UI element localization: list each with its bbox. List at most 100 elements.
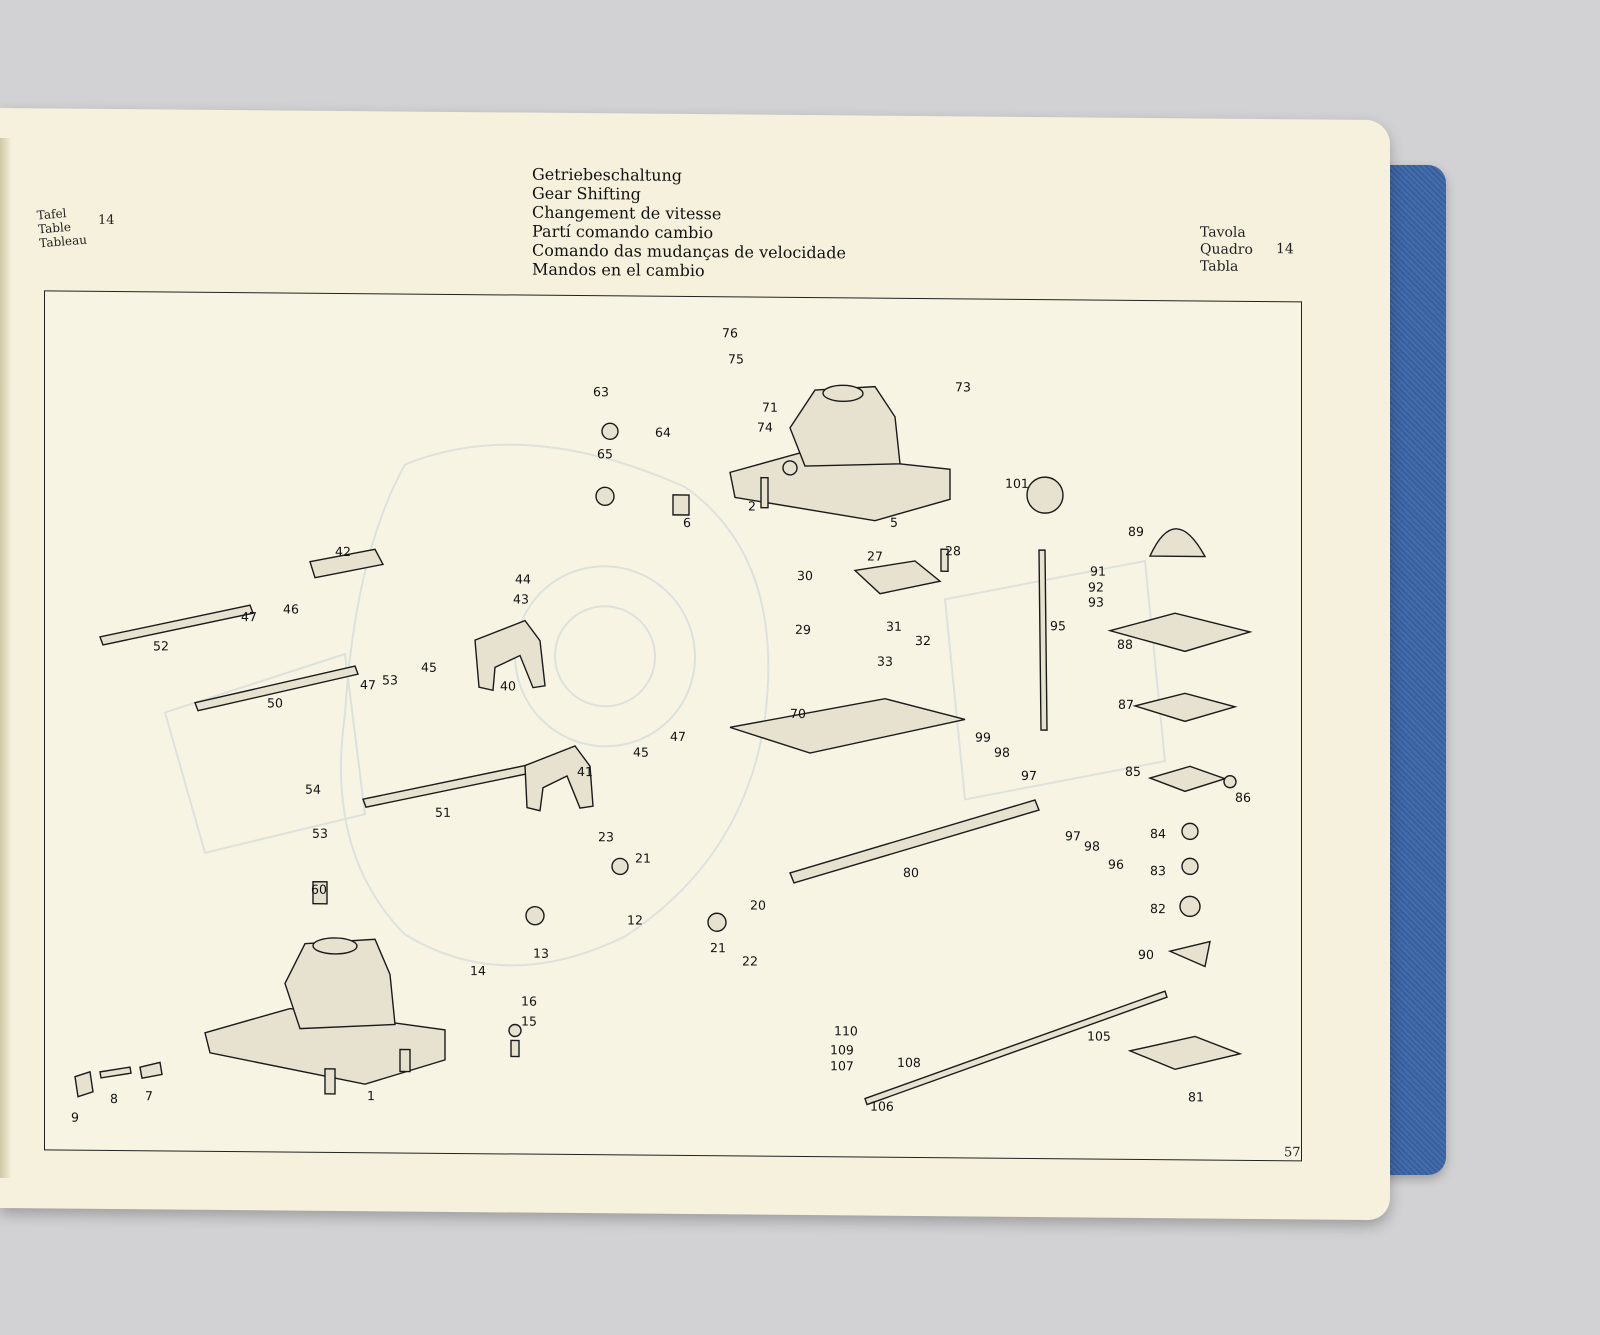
part-label: 54 bbox=[305, 782, 321, 797]
part-label: 75 bbox=[728, 351, 744, 366]
part-label: 90 bbox=[1138, 947, 1154, 962]
part-label: 47 bbox=[670, 729, 686, 744]
part-label: 30 bbox=[797, 568, 813, 583]
page-number: 57 bbox=[1284, 1145, 1301, 1161]
part-label: 101 bbox=[1005, 476, 1029, 491]
part-label: 99 bbox=[975, 730, 991, 745]
part-label: 9 bbox=[71, 1110, 79, 1125]
part-label: 87 bbox=[1118, 697, 1134, 712]
part-label: 20 bbox=[750, 898, 766, 913]
part-label: 96 bbox=[1108, 857, 1124, 872]
part-label: 97 bbox=[1065, 828, 1081, 843]
gaskets bbox=[729, 528, 1253, 1070]
part-label: 81 bbox=[1188, 1089, 1204, 1104]
part-label: 109 bbox=[830, 1042, 854, 1057]
part-label: 45 bbox=[633, 745, 649, 760]
part-label: 107 bbox=[830, 1058, 854, 1073]
label-quadro: Quadro bbox=[1200, 241, 1253, 258]
part-label: 95 bbox=[1050, 618, 1066, 633]
part-label: 22 bbox=[742, 953, 758, 968]
part-labels: 1 2 5 6 7 8 9 12 13 14 15 16 20 21 21 22… bbox=[71, 325, 1251, 1125]
part-label: 2 bbox=[748, 499, 756, 514]
part-label: 16 bbox=[521, 994, 537, 1009]
part-label: 106 bbox=[870, 1099, 894, 1114]
diagram-svg: 1 2 5 6 7 8 9 12 13 14 15 16 20 21 21 22… bbox=[71, 325, 1253, 1125]
part-label: 50 bbox=[267, 695, 283, 710]
part-label: 31 bbox=[886, 619, 902, 634]
part-label: 21 bbox=[710, 940, 726, 955]
part-label: 14 bbox=[470, 963, 486, 978]
part-label: 74 bbox=[757, 420, 773, 435]
part-label: 110 bbox=[834, 1023, 858, 1038]
shift-rods bbox=[99, 476, 1168, 1106]
part-label: 27 bbox=[867, 549, 883, 564]
part-label: 23 bbox=[598, 829, 614, 844]
part-label: 15 bbox=[521, 1014, 537, 1029]
part-label: 47 bbox=[241, 609, 257, 624]
part-label: 43 bbox=[513, 591, 529, 606]
shift-forks bbox=[309, 548, 594, 812]
part-label: 85 bbox=[1125, 764, 1141, 779]
part-label: 42 bbox=[335, 544, 351, 559]
part-label: 41 bbox=[577, 764, 593, 779]
part-label: 6 bbox=[683, 515, 691, 530]
part-label: 53 bbox=[382, 672, 398, 687]
table-label-left: Tafel Table Tableau bbox=[36, 205, 88, 251]
small-parts bbox=[74, 422, 1237, 1098]
part-label: 45 bbox=[421, 660, 437, 675]
part-label: 46 bbox=[283, 601, 299, 616]
part-label: 97 bbox=[1021, 768, 1037, 783]
part-label: 33 bbox=[877, 654, 893, 669]
part-label: 13 bbox=[533, 946, 549, 961]
part-label: 65 bbox=[597, 446, 613, 461]
part-label: 88 bbox=[1117, 637, 1133, 652]
label-tavola: Tavola bbox=[1200, 224, 1246, 241]
part-label: 93 bbox=[1088, 594, 1104, 609]
part-label: 86 bbox=[1235, 790, 1251, 805]
part-label: 32 bbox=[915, 633, 931, 648]
page-title: Getriebeschaltung Gear Shifting Changeme… bbox=[532, 165, 846, 282]
part-label: 108 bbox=[897, 1055, 921, 1070]
part-label: 83 bbox=[1150, 863, 1166, 878]
part-label: 92 bbox=[1088, 579, 1104, 594]
part-label: 98 bbox=[1084, 838, 1100, 853]
part-label: 60 bbox=[311, 882, 327, 897]
exploded-diagram: 1 2 5 6 7 8 9 12 13 14 15 16 20 21 21 22… bbox=[44, 290, 1302, 1162]
part-label: 21 bbox=[635, 851, 651, 866]
part-label: 12 bbox=[627, 912, 643, 927]
part-2-housing bbox=[729, 384, 951, 522]
part-label: 29 bbox=[795, 622, 811, 637]
part-label: 91 bbox=[1090, 564, 1106, 579]
part-label: 89 bbox=[1128, 524, 1144, 539]
part-label: 105 bbox=[1087, 1028, 1111, 1043]
part-label: 5 bbox=[890, 515, 898, 530]
table-label-right: Tavola Quadro Tabla bbox=[1200, 224, 1253, 275]
part-label: 84 bbox=[1150, 826, 1166, 841]
part-label: 63 bbox=[593, 384, 609, 399]
part-label: 1 bbox=[367, 1088, 375, 1103]
table-number-right: 14 bbox=[1276, 241, 1294, 258]
part-label: 47 bbox=[360, 677, 376, 692]
part-1-housing bbox=[204, 937, 446, 1095]
label-tabla: Tabla bbox=[1200, 258, 1239, 275]
part-label: 7 bbox=[145, 1088, 153, 1103]
part-label: 52 bbox=[153, 638, 169, 653]
catalog-page: Tafel Table Tableau 14 Getriebeschaltung… bbox=[0, 108, 1390, 1221]
part-label: 51 bbox=[435, 805, 451, 820]
part-label: 44 bbox=[515, 571, 531, 586]
label-tableau: Tableau bbox=[38, 232, 88, 251]
part-label: 70 bbox=[790, 706, 806, 721]
part-label: 80 bbox=[903, 865, 919, 880]
part-label: 40 bbox=[500, 678, 516, 693]
table-number-left: 14 bbox=[98, 212, 115, 228]
part-label: 64 bbox=[655, 425, 671, 440]
title-es: Mandos en el cambio bbox=[532, 259, 705, 281]
part-label: 76 bbox=[722, 325, 738, 340]
part-label: 53 bbox=[312, 826, 328, 841]
part-label: 82 bbox=[1150, 901, 1166, 916]
part-label: 98 bbox=[994, 745, 1010, 760]
part-label: 71 bbox=[762, 400, 778, 415]
part-label: 28 bbox=[945, 543, 961, 558]
part-label: 8 bbox=[110, 1091, 118, 1106]
part-label: 73 bbox=[955, 379, 971, 394]
